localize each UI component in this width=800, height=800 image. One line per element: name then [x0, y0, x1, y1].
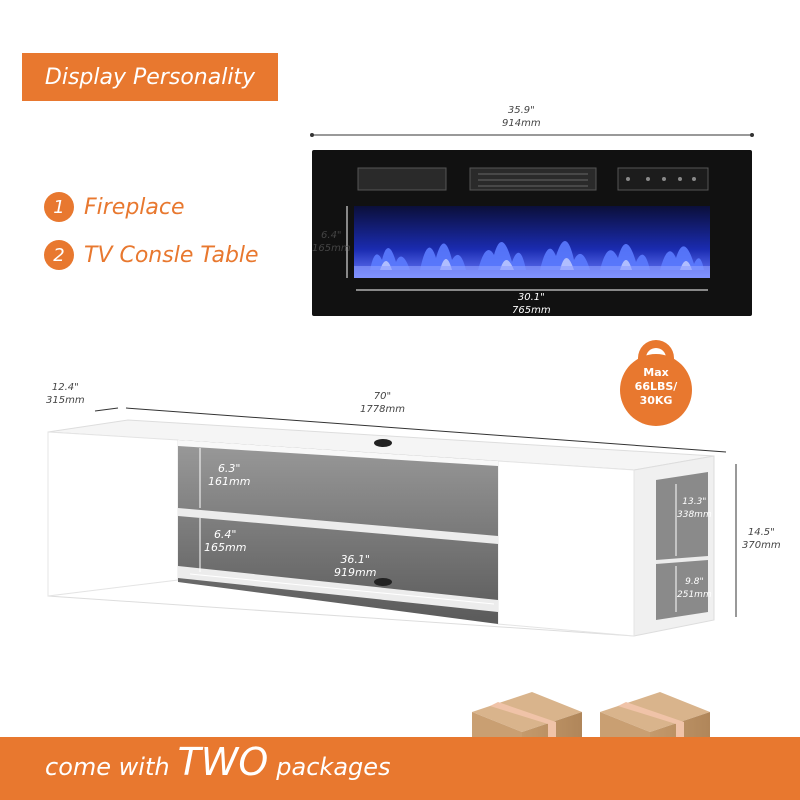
- fireplace-width-label: 35.9"914mm: [502, 105, 541, 129]
- feature-number: 1: [44, 192, 74, 222]
- console-dimension-lines: [94, 407, 737, 617]
- side-lower-shelf-label: 9.8"251mm: [677, 577, 712, 600]
- footer-suffix: packages: [276, 753, 391, 781]
- footer-emphasis: TWO: [177, 740, 269, 784]
- console-length-label: 70"1778mm: [360, 391, 405, 415]
- fireplace-flame-height-label: 6.4"165mm: [312, 230, 351, 254]
- fireplace-unit: [312, 150, 752, 316]
- side-upper-shelf-label: 13.3"338mm: [677, 497, 712, 520]
- footer-text: come with TWO packages: [45, 740, 391, 800]
- feature-item-tv-console: 2 TV Consle Table: [44, 240, 259, 270]
- flame-shapes: [370, 240, 704, 270]
- footer-banner: [0, 737, 800, 800]
- display-personality-banner: Display Personality: [22, 53, 278, 101]
- console-height-label: 14.5"370mm: [742, 527, 781, 551]
- lower-shelf-height-label: 6.4"165mm: [204, 528, 247, 554]
- console-depth-label: 12.4"315mm: [46, 382, 85, 406]
- banner-title: Display Personality: [44, 64, 256, 90]
- upper-shelf-height-label: 6.3"161mm: [208, 462, 251, 488]
- feature-label: Fireplace: [84, 194, 185, 220]
- feature-label: TV Consle Table: [84, 242, 259, 268]
- shelf-width-label: 36.1"919mm: [334, 553, 377, 579]
- tv-console: [47, 419, 715, 637]
- feature-number: 2: [44, 240, 74, 270]
- footer-prefix: come with: [45, 753, 170, 781]
- feature-item-fireplace: 1 Fireplace: [44, 192, 185, 222]
- fireplace-flame-width-label: 30.1"765mm: [512, 292, 551, 316]
- fireplace-width-dimension: [310, 133, 754, 137]
- weight-capacity-badge: Max 66LBS/ 30KG: [634, 366, 678, 407]
- weight-lock-icon: [620, 340, 692, 426]
